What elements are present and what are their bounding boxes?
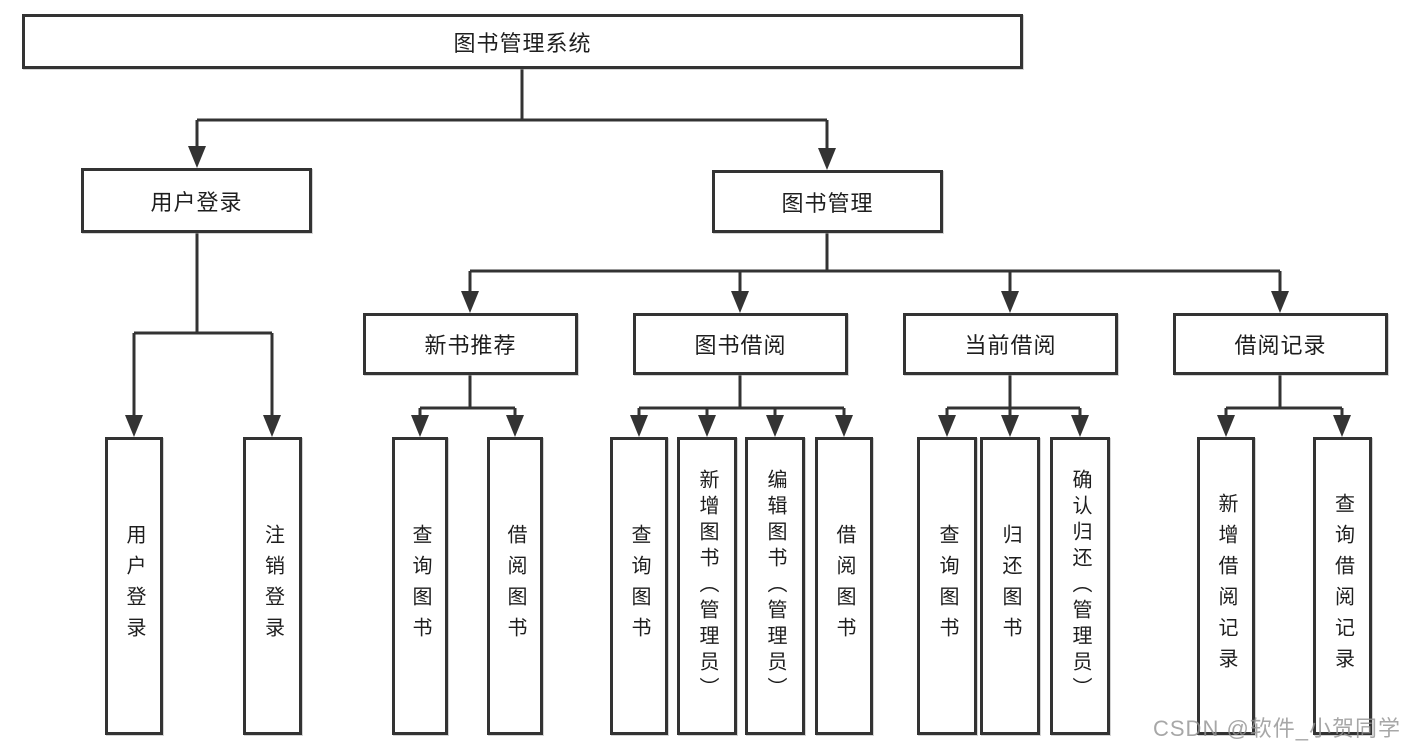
connector-user-login-to-leaves [125, 233, 281, 437]
node-book-management: 图书管理 [712, 170, 943, 233]
node-label: 新增图书（管理员） [696, 469, 718, 703]
node-label: 图书管理系统 [453, 30, 592, 56]
node-label: 归还图书 [999, 524, 1021, 648]
node-label: 查询借阅记录 [1331, 493, 1354, 679]
node-label: 查询图书 [628, 524, 650, 648]
connector-new-book-recommend-to-leaves [411, 375, 524, 437]
node-label: 用户登录 [123, 524, 145, 648]
node-add-borrow-record: 新增借阅记录 [1197, 437, 1255, 735]
node-query-borrow-record: 查询借阅记录 [1313, 437, 1372, 735]
node-label: 查询图书 [409, 524, 431, 648]
node-confirm-return-admin: 确认归还（管理员） [1050, 437, 1110, 735]
node-borrow-books: 借阅图书 [815, 437, 873, 735]
node-book-borrowing: 图书借阅 [633, 313, 848, 375]
node-label: 编辑图书（管理员） [764, 469, 786, 703]
node-label: 图书管理 [781, 190, 874, 216]
connector-book-management-to-level3 [461, 233, 1289, 313]
node-label: 图书借阅 [694, 333, 787, 358]
node-borrowing-records: 借阅记录 [1173, 313, 1388, 375]
node-query-books-recommend: 查询图书 [392, 437, 448, 735]
node-label: 借阅图书 [504, 524, 526, 648]
node-label: 确认归还（管理员） [1069, 469, 1091, 703]
csdn-watermark: CSDN @软件_小贺同学 [1153, 716, 1402, 741]
node-user-login: 用户登录 [81, 168, 312, 233]
node-label: 新增借阅记录 [1215, 493, 1237, 679]
node-edit-book-admin: 编辑图书（管理员） [745, 437, 805, 735]
node-label: 新书推荐 [424, 333, 517, 358]
node-user-login-leaf: 用户登录 [105, 437, 163, 735]
node-library-management-system: 图书管理系统 [22, 14, 1023, 69]
node-label: 当前借阅 [964, 333, 1057, 358]
node-return-books: 归还图书 [980, 437, 1040, 735]
node-query-books-borrowing: 查询图书 [610, 437, 668, 735]
node-query-books-current: 查询图书 [917, 437, 977, 735]
node-label: 查询图书 [936, 524, 958, 648]
node-label: 注销登录 [261, 524, 284, 648]
connector-book-borrowing-to-leaves [630, 375, 853, 437]
node-label: 借阅图书 [833, 524, 855, 648]
node-logout: 注销登录 [243, 437, 302, 735]
node-label: 借阅记录 [1234, 333, 1327, 358]
node-new-book-recommend: 新书推荐 [363, 313, 578, 375]
node-add-book-admin: 新增图书（管理员） [677, 437, 737, 735]
connector-borrowing-records-to-leaves [1217, 375, 1351, 437]
connector-current-borrowing-to-leaves [938, 375, 1089, 437]
connector-root-to-level2 [188, 69, 836, 170]
node-borrow-books-recommend: 借阅图书 [487, 437, 543, 735]
node-current-borrowing: 当前借阅 [903, 313, 1118, 375]
node-label: 用户登录 [150, 189, 243, 215]
